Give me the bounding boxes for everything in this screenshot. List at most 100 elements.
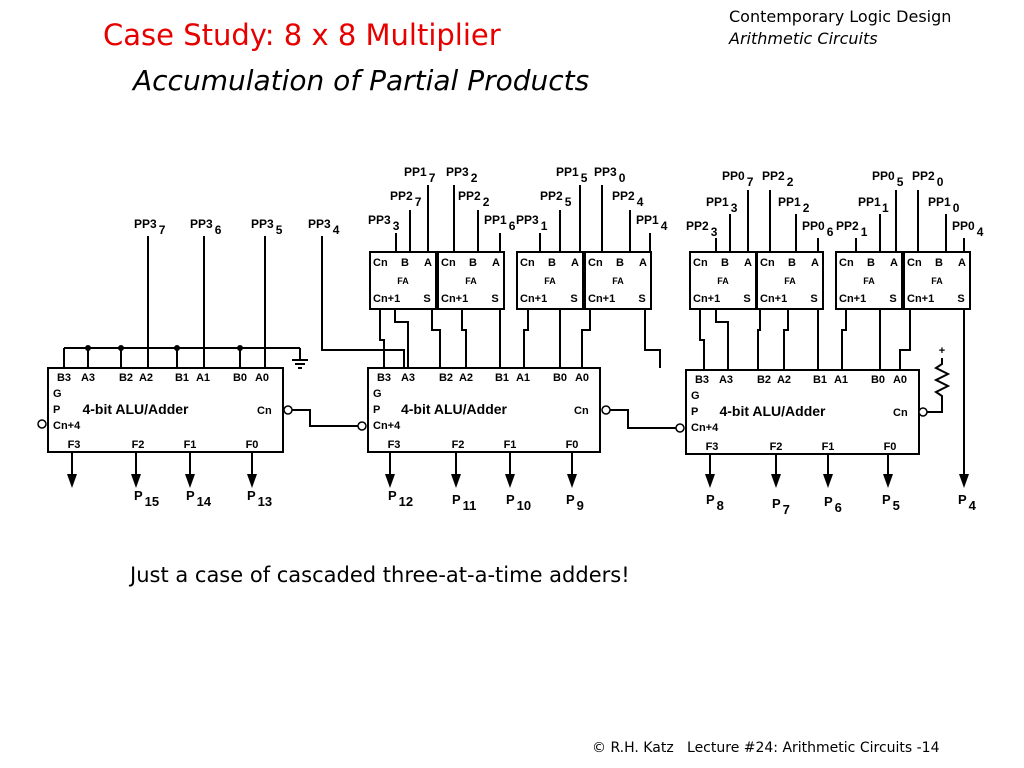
vcc-label: + [939,345,945,357]
fa-port-label: S [570,293,577,305]
fa-port-label: B [548,257,556,269]
fa-port-label: A [492,257,500,269]
wire [379,309,385,368]
fa-port-label: A [890,257,898,269]
wire [927,400,943,413]
alu-port-label: B0 [233,372,247,384]
fa-port-label: S [810,293,817,305]
alu-port-label: B0 [553,372,567,384]
course-name: Contemporary Logic Design [729,7,952,26]
alu-port-label: B1 [813,374,827,386]
fa-port-label: Cn [907,257,922,269]
inversion-bubble [37,419,47,429]
wire [699,309,705,370]
footer: © R.H. Katz Lecture #24: Arithmetic Circ… [592,740,940,756]
alu-output-label: F3 [68,439,81,451]
fa-port-label: Cn [373,257,388,269]
alu-adder-block [367,367,601,453]
wire [783,309,789,370]
wire [321,236,405,368]
alu-port-label: P [373,404,380,416]
fa-port-label: A [811,257,819,269]
alu-port-label: Cn+4 [691,422,719,434]
fa-title: FA [784,276,796,286]
full-adder-block [835,251,903,310]
alu-port-label: G [373,388,382,400]
wire [394,309,409,368]
alu-port-label: A0 [255,372,269,384]
wire [841,309,847,370]
output-arrow [185,474,195,488]
output-arrow [67,474,77,488]
output-arrow [385,474,395,488]
fa-title: FA [863,276,875,286]
fa-port-label: B [469,257,477,269]
inversion-bubble [918,407,928,417]
junction-dot [85,345,91,351]
alu-port-label: B2 [119,372,133,384]
inversion-bubble [675,423,685,433]
alu-port-label: A3 [719,374,733,386]
fa-port-label: B [867,257,875,269]
fa-port-label: Cn [441,257,456,269]
fa-title: FA [544,276,556,286]
alu-port-label: A0 [893,374,907,386]
fa-port-label: Cn+1 [839,293,866,305]
alu-output-label: F2 [770,441,783,453]
alu-port-label: B0 [871,374,885,386]
slide-title: Case Study: 8 x 8 Multiplier [103,18,501,52]
fa-port-label: Cn [839,257,854,269]
wire [715,309,729,370]
junction-dot [118,345,124,351]
output-arrow [705,474,715,488]
fa-port-label: Cn+1 [588,293,615,305]
fa-port-label: S [423,293,430,305]
alu-port-label: B1 [495,372,509,384]
alu-port-label: A1 [196,372,210,384]
inversion-bubble [283,405,293,415]
diagram-wires [63,185,965,480]
fa-port-label: B [935,257,943,269]
alu-port-label: B3 [695,374,709,386]
slide-subtitle: Accumulation of Partial Products [133,64,590,97]
alu-port-label: P [53,404,60,416]
fa-port-label: Cn+1 [693,293,720,305]
full-adder-block [584,251,652,310]
output-arrow [771,474,781,488]
alu-port-label: P [691,406,698,418]
alu-output-label: F0 [246,439,259,451]
alu-output-label: F1 [184,439,197,451]
alu-port-label: A2 [139,372,153,384]
inversion-bubble [357,421,367,431]
alu-output-label: F3 [388,439,401,451]
alu-output-label: F2 [132,439,145,451]
alu-output-label: F0 [566,439,579,451]
full-adder-block [903,251,971,310]
fa-port-label: A [744,257,752,269]
alu-cn-label: Cn [257,405,272,417]
alu-adder-block [47,367,284,453]
output-arrow [131,474,141,488]
